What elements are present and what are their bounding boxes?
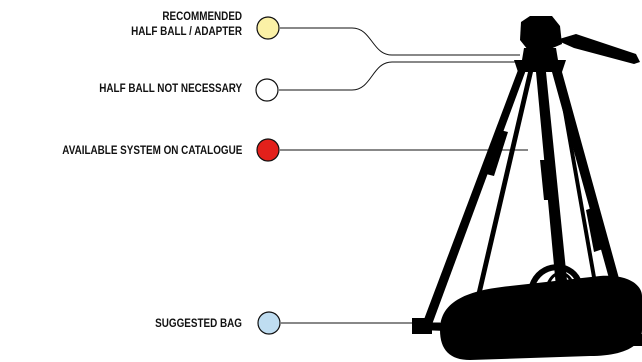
available-system-dot-icon bbox=[257, 139, 279, 161]
half-ball-connector-line bbox=[279, 62, 520, 90]
suggested-bag-dot-icon bbox=[258, 312, 280, 334]
recommended-connector-line bbox=[280, 28, 520, 55]
connector-lines bbox=[279, 28, 528, 323]
recommended-dot-icon bbox=[257, 17, 279, 39]
not-necessary-dot-icon bbox=[256, 79, 278, 101]
tripod-silhouette-icon bbox=[412, 16, 642, 360]
